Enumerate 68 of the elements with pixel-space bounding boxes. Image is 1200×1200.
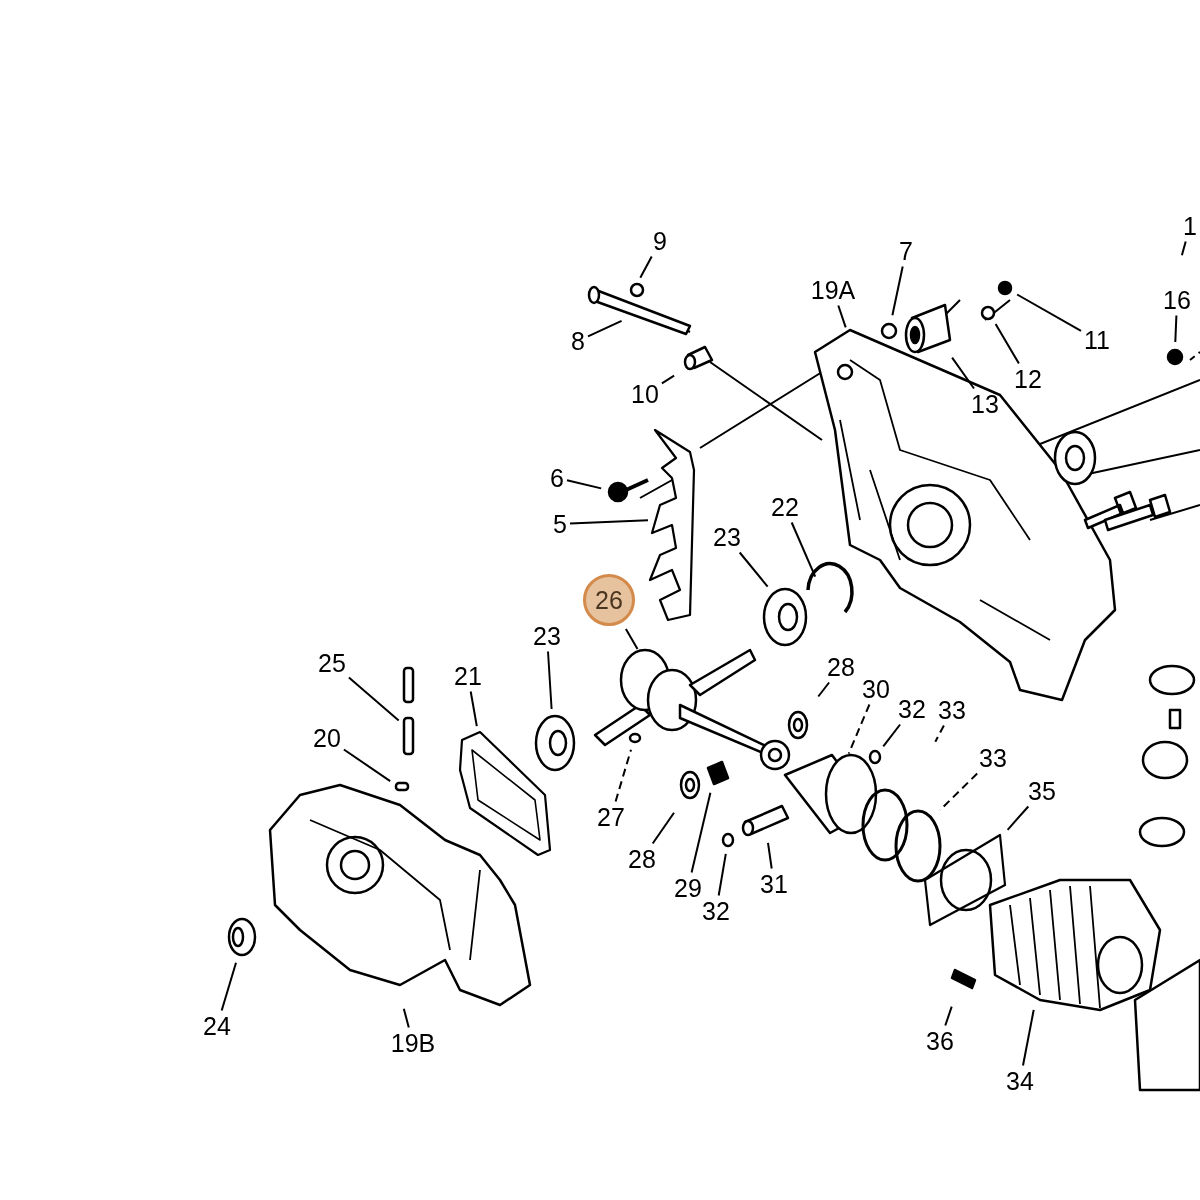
callout-number: 34 xyxy=(1006,1068,1034,1094)
leader-line xyxy=(847,703,871,755)
callout-number: 24 xyxy=(203,1013,231,1039)
leader-line xyxy=(1022,1008,1035,1067)
callout-number: 13 xyxy=(971,391,999,417)
leader-line xyxy=(817,681,831,698)
callout-number: 25 xyxy=(318,650,346,676)
leader-line xyxy=(347,676,400,722)
leader-line xyxy=(934,724,945,743)
leader-line xyxy=(837,304,847,329)
leader-line xyxy=(767,841,773,870)
leader-line xyxy=(651,811,675,845)
leader-line xyxy=(1174,314,1178,343)
callout-number: 36 xyxy=(926,1028,954,1054)
callout-number: 27 xyxy=(597,804,625,830)
leader-line xyxy=(944,1005,953,1027)
leader-line xyxy=(790,521,817,578)
leader-line xyxy=(220,961,237,1012)
callout-number: 26 xyxy=(583,574,635,626)
callout-number: 28 xyxy=(827,654,855,680)
leader-line xyxy=(891,265,904,317)
callout-number: 33 xyxy=(938,697,966,723)
callout-number: 8 xyxy=(571,328,585,354)
callout-number: 5 xyxy=(553,511,567,537)
leader-line xyxy=(469,690,478,728)
callout-number: 23 xyxy=(713,524,741,550)
callout-number: 9 xyxy=(653,228,667,254)
leader-line xyxy=(342,748,392,783)
callout-number: 32 xyxy=(702,898,730,924)
leader-line xyxy=(939,772,979,812)
callout-number: 1 xyxy=(1183,213,1197,239)
callout-number: 10 xyxy=(631,381,659,407)
callout-number: 19A xyxy=(810,277,856,303)
callout-number: 21 xyxy=(454,663,482,689)
callout-number: 30 xyxy=(862,676,890,702)
leader-line xyxy=(738,551,769,588)
leader-line xyxy=(994,323,1020,365)
leader-line xyxy=(566,479,603,490)
callout-number: 28 xyxy=(628,846,656,872)
callout-number: 29 xyxy=(674,875,702,901)
callout-number: 35 xyxy=(1028,778,1056,804)
leader-line xyxy=(587,319,623,338)
callout-number: 31 xyxy=(760,871,788,897)
leader-line xyxy=(614,748,632,803)
callout-number: 20 xyxy=(313,725,341,751)
callout-number: 19B xyxy=(390,1030,436,1056)
leader-line xyxy=(1006,805,1030,831)
leader-line xyxy=(882,723,902,748)
leader-line xyxy=(402,1007,410,1029)
callout-number: 33 xyxy=(979,745,1007,771)
leader-line xyxy=(547,650,553,710)
leader-line xyxy=(690,791,712,874)
callout-number: 6 xyxy=(550,465,564,491)
callout-number: 32 xyxy=(898,696,926,722)
callout-number: 23 xyxy=(533,623,561,649)
callout-number: 12 xyxy=(1014,366,1042,392)
callout-number: 11 xyxy=(1084,327,1110,353)
callout-number: 16 xyxy=(1163,287,1191,313)
leader-line xyxy=(639,255,653,279)
leader-line xyxy=(569,519,649,525)
leader-line xyxy=(951,356,975,390)
callout-number: 7 xyxy=(899,238,913,264)
leader-line xyxy=(624,628,639,650)
leader-line xyxy=(1016,293,1082,332)
leader-line xyxy=(717,852,727,897)
leader-line xyxy=(660,374,676,385)
callout-number: 22 xyxy=(771,494,799,520)
leader-line xyxy=(1180,240,1187,257)
